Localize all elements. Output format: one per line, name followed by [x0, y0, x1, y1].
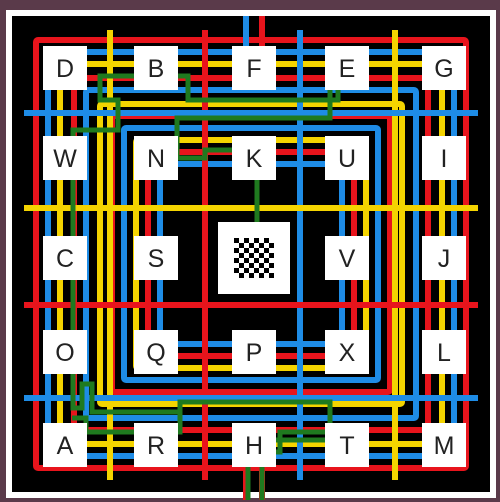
- tile-label: U: [338, 145, 356, 173]
- tile-v[interactable]: V: [325, 236, 369, 280]
- checker-square: [239, 273, 244, 278]
- tile-f[interactable]: F: [232, 46, 276, 90]
- tile-m[interactable]: M: [422, 423, 466, 467]
- tile-h[interactable]: H: [232, 423, 276, 467]
- checker-square: [264, 258, 269, 263]
- tile-label: T: [339, 432, 354, 460]
- tile-p[interactable]: P: [232, 330, 276, 374]
- tile-s[interactable]: S: [134, 236, 178, 280]
- tile-r[interactable]: R: [134, 423, 178, 467]
- checker-square: [234, 258, 239, 263]
- checker-square: [259, 263, 264, 268]
- tile-l[interactable]: L: [422, 330, 466, 374]
- checker-square: [259, 273, 264, 278]
- tile-label: K: [246, 145, 263, 173]
- checker-square: [249, 273, 254, 278]
- checker-square: [264, 248, 269, 253]
- tile-label: X: [339, 339, 356, 367]
- center-goal[interactable]: [218, 222, 290, 294]
- checker-square: [249, 243, 254, 248]
- tile-label: H: [245, 432, 263, 460]
- tile-o[interactable]: O: [43, 330, 87, 374]
- tile-label: R: [147, 432, 165, 460]
- tile-label: N: [147, 145, 165, 173]
- checker-square: [234, 238, 239, 243]
- tile-label: L: [437, 339, 451, 367]
- tile-a[interactable]: A: [43, 423, 87, 467]
- tile-label: E: [339, 55, 356, 83]
- tile-label: C: [56, 245, 74, 273]
- checker-square: [259, 243, 264, 248]
- tile-label: A: [57, 432, 74, 460]
- checker-square: [269, 263, 274, 268]
- checker-square: [264, 268, 269, 273]
- tile-label: I: [441, 145, 448, 173]
- checker-square: [249, 253, 254, 258]
- tile-label: G: [434, 55, 453, 83]
- checker-square: [254, 238, 259, 243]
- checker-square: [269, 243, 274, 248]
- checker-square: [254, 268, 259, 273]
- tile-e[interactable]: E: [325, 46, 369, 90]
- tile-d[interactable]: D: [43, 46, 87, 90]
- checker-square: [259, 253, 264, 258]
- tile-label: P: [246, 339, 263, 367]
- tile-w[interactable]: W: [43, 136, 87, 180]
- tile-k[interactable]: K: [232, 136, 276, 180]
- tile-g[interactable]: G: [422, 46, 466, 90]
- checker-square: [239, 253, 244, 258]
- checker-square: [269, 253, 274, 258]
- tile-q[interactable]: Q: [134, 330, 178, 374]
- checker-square: [254, 258, 259, 263]
- tile-label: J: [438, 245, 451, 273]
- tile-u[interactable]: U: [325, 136, 369, 180]
- checker-square: [244, 238, 249, 243]
- tile-label: V: [339, 245, 356, 273]
- checker-square: [269, 273, 274, 278]
- tile-label: B: [148, 55, 165, 83]
- tile-label: Q: [146, 339, 165, 367]
- checker-square: [244, 268, 249, 273]
- tile-label: M: [434, 432, 455, 460]
- tile-b[interactable]: B: [134, 46, 178, 90]
- tile-label: S: [148, 245, 165, 273]
- tile-i[interactable]: I: [422, 136, 466, 180]
- tile-label: O: [55, 339, 74, 367]
- tile-x[interactable]: X: [325, 330, 369, 374]
- checker-square: [244, 248, 249, 253]
- checker-square: [254, 248, 259, 253]
- tile-n[interactable]: N: [134, 136, 178, 180]
- checker-square: [234, 268, 239, 273]
- tile-label: W: [53, 145, 77, 173]
- checker-square: [244, 258, 249, 263]
- tile-label: F: [246, 55, 261, 83]
- checker-square: [249, 263, 254, 268]
- checker-square: [264, 238, 269, 243]
- tile-t[interactable]: T: [325, 423, 369, 467]
- tile-c[interactable]: C: [43, 236, 87, 280]
- tile-j[interactable]: J: [422, 236, 466, 280]
- checker-square: [239, 243, 244, 248]
- tile-label: D: [56, 55, 74, 83]
- checker-square: [234, 248, 239, 253]
- checker-square: [239, 263, 244, 268]
